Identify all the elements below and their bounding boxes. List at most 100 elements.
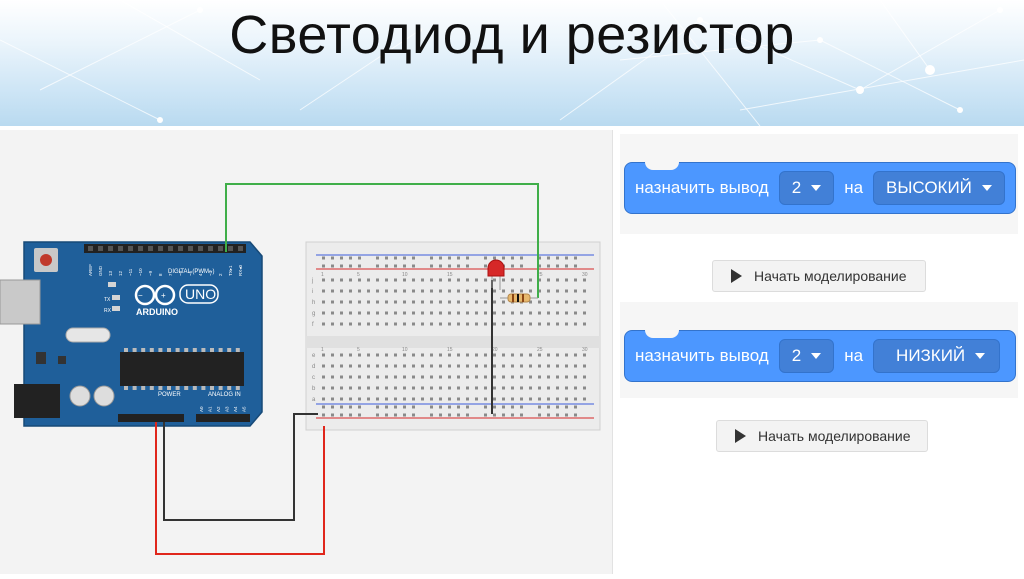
power-header (118, 414, 184, 422)
pin-label: ~6 (178, 270, 183, 276)
pin-label: TX▸1 (228, 265, 233, 276)
capacitor (69, 385, 91, 407)
svg-text:20: 20 (492, 347, 498, 353)
usb-connector (0, 279, 41, 325)
digital-header (84, 244, 246, 253)
start-simulation-button[interactable]: Начать моделирование (712, 260, 926, 292)
pin-dropdown[interactable]: 2 (778, 339, 835, 373)
pin-label: 8 (158, 273, 163, 276)
power-label: POWER (158, 392, 181, 398)
state-dropdown[interactable]: ВЫСОКИЙ (873, 171, 1005, 205)
play-icon (735, 429, 746, 443)
block-notch (645, 330, 679, 338)
pin-label: 7 (168, 273, 173, 276)
svg-text:25: 25 (537, 347, 543, 353)
state-value: ВЫСОКИЙ (886, 178, 972, 197)
analog-pin-label: A3 (225, 406, 230, 412)
digital-pin[interactable] (208, 246, 213, 251)
start-simulation-label: Начать моделирование (754, 268, 907, 284)
capacitor (93, 385, 115, 407)
svg-text:b: b (312, 386, 316, 392)
power-wire[interactable] (155, 422, 325, 555)
digital-pin[interactable] (198, 246, 203, 251)
pin-dropdown[interactable]: 2 (778, 171, 835, 205)
digital-label: DIGITAL (PWM~) (168, 269, 215, 275)
start-simulation-button[interactable]: Начать моделирование (716, 420, 928, 452)
svg-text:25: 25 (537, 272, 543, 278)
svg-text:30: 30 (582, 347, 588, 353)
start-simulation-label: Начать моделирование (758, 428, 911, 444)
svg-text:g: g (312, 311, 315, 317)
breadboard-column-numbers: 115510101515202025253030 (321, 272, 588, 353)
arduino-logo: − + (134, 284, 176, 306)
digital-pin[interactable] (148, 246, 153, 251)
pin-label: ~9 (148, 270, 153, 276)
microcontroller-chip (120, 352, 244, 386)
state-dropdown[interactable]: НИЗКИЙ (873, 339, 1001, 373)
pin-label: 2 (218, 273, 223, 276)
set-pin-block-high[interactable]: назначить вывод 2 на ВЫСОКИЙ (624, 162, 1016, 214)
digital-pin-row (88, 246, 243, 251)
ground-wire[interactable] (163, 413, 318, 521)
crystal-oscillator (65, 327, 111, 343)
svg-text:+: + (161, 291, 166, 300)
analog-header (196, 414, 250, 422)
digital-pin[interactable] (188, 246, 193, 251)
pin-label: 4 (198, 273, 203, 276)
digital-pin[interactable] (228, 246, 233, 251)
block-prefix: назначить вывод (635, 178, 769, 197)
slide-title: Светодиод и резистор (229, 5, 795, 65)
svg-text:10: 10 (402, 272, 408, 278)
svg-text:e: e (312, 353, 316, 359)
digital-pin[interactable] (128, 246, 133, 251)
digital-pin[interactable] (138, 246, 143, 251)
network-background (0, 0, 1024, 126)
svg-text:d: d (312, 364, 315, 370)
analog-pin-label: A5 (242, 406, 247, 412)
block-prefix: назначить вывод (635, 346, 769, 365)
svg-text:10: 10 (402, 347, 408, 353)
svg-text:1: 1 (321, 347, 324, 353)
svg-text:i: i (312, 289, 313, 295)
caret-down-icon (811, 185, 822, 191)
caret-down-icon (811, 353, 822, 359)
resistor[interactable] (500, 293, 538, 303)
digital-pin[interactable] (98, 246, 103, 251)
svg-text:15: 15 (447, 347, 453, 353)
pin-value: 2 (791, 346, 802, 365)
svg-text:5: 5 (357, 272, 360, 278)
pin-label: 12 (118, 270, 123, 276)
arduino-brand: ARDUINO (136, 307, 178, 317)
digital-pin[interactable] (168, 246, 173, 251)
state-value: НИЗКИЙ (896, 346, 966, 365)
reset-button-cap (40, 254, 52, 266)
set-pin-block-low[interactable]: назначить вывод 2 на НИЗКИЙ (624, 330, 1016, 382)
pin-label: AREF (88, 264, 93, 276)
title-banner: Светодиод и резистор (0, 0, 1024, 126)
digital-pin[interactable] (238, 246, 243, 251)
svg-text:c: c (312, 375, 315, 381)
block-connector: на (844, 178, 864, 197)
digital-pin[interactable] (88, 246, 93, 251)
digital-pin[interactable] (158, 246, 163, 251)
digital-pin[interactable] (108, 246, 113, 251)
analog-label: ANALOG IN (208, 392, 241, 398)
svg-text:j: j (311, 278, 313, 284)
red-led[interactable] (487, 259, 505, 290)
digital-pin[interactable] (118, 246, 123, 251)
caret-down-icon (981, 185, 992, 191)
play-icon (731, 269, 742, 283)
digital-pin[interactable] (218, 246, 223, 251)
svg-text:RX: RX (104, 308, 112, 314)
pin-label: RX◂0 (238, 264, 243, 276)
svg-text:a: a (312, 397, 316, 403)
green-wire[interactable] (225, 183, 539, 298)
pin-label: ~11 (128, 268, 133, 276)
digital-pin[interactable] (178, 246, 183, 251)
pin-value: 2 (791, 178, 802, 197)
